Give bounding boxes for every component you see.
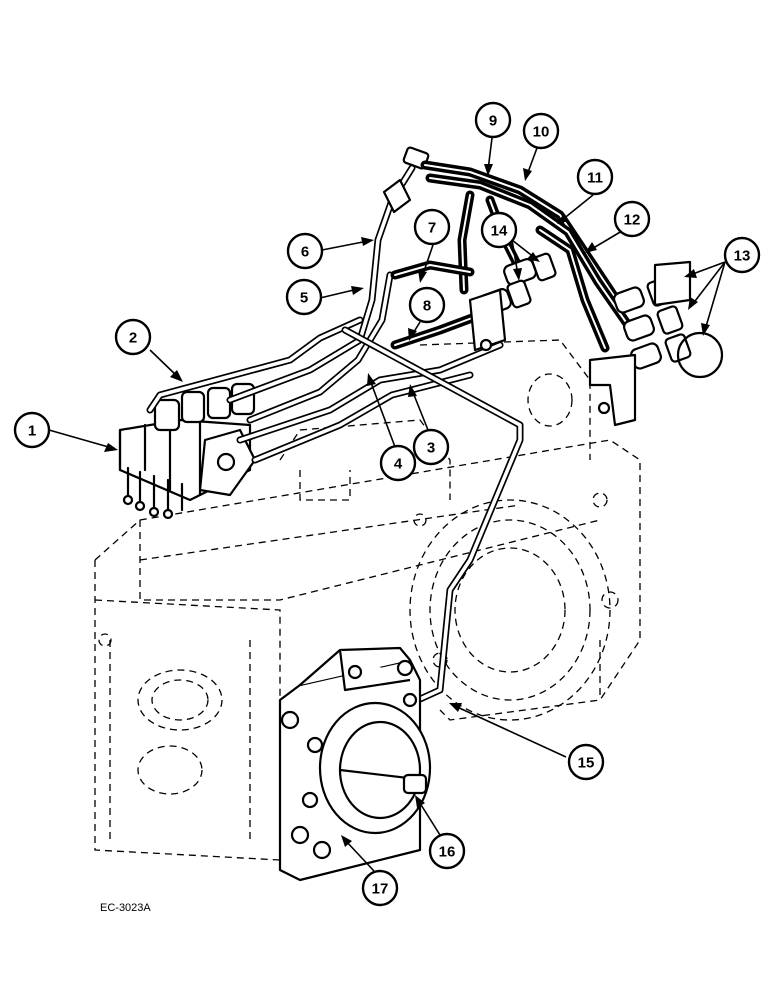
callout-4: 4 <box>379 444 417 482</box>
transmission-housing-outline <box>94 339 641 861</box>
callout-13: 13 <box>723 236 761 274</box>
callout-11: 11 <box>576 158 614 196</box>
callout-5: 5 <box>285 278 323 316</box>
callout-label-6: 6 <box>301 244 309 261</box>
callout-15: 15 <box>567 743 605 781</box>
callout-9: 9 <box>474 101 512 139</box>
control-valve <box>118 382 257 520</box>
callout-6: 6 <box>286 232 324 270</box>
callout-label-14: 14 <box>491 223 508 240</box>
callout-label-10: 10 <box>533 124 550 141</box>
callout-label-15: 15 <box>578 755 595 772</box>
quick-couplers <box>468 252 724 427</box>
hydraulic-pump <box>278 646 432 882</box>
leader-lines <box>48 137 726 872</box>
callout-3: 3 <box>412 428 450 466</box>
callout-label-13: 13 <box>734 248 751 265</box>
callout-8: 8 <box>408 286 446 324</box>
callout-label-9: 9 <box>489 113 497 130</box>
callout-16: 16 <box>428 832 466 870</box>
callout-label-7: 7 <box>428 220 436 237</box>
callout-12: 12 <box>613 200 651 238</box>
callout-2: 2 <box>114 318 152 356</box>
callout-17: 17 <box>361 869 399 907</box>
callout-label-12: 12 <box>624 212 641 229</box>
callout-label-16: 16 <box>439 844 456 861</box>
callout-label-11: 11 <box>587 170 603 187</box>
callout-label-3: 3 <box>427 440 435 457</box>
callout-10: 10 <box>522 112 560 150</box>
callout-label-17: 17 <box>372 881 389 898</box>
callout-14: 14 <box>480 211 518 249</box>
callout-label-8: 8 <box>423 298 431 315</box>
callout-label-5: 5 <box>300 290 308 307</box>
callout-label-4: 4 <box>394 456 403 473</box>
rigid-pipes <box>146 146 524 704</box>
figure-reference-code: EC-3023A <box>100 902 151 914</box>
callout-7: 7 <box>413 208 451 246</box>
callout-1: 1 <box>13 411 51 449</box>
callout-label-2: 2 <box>129 330 137 347</box>
callout-label-1: 1 <box>28 423 36 440</box>
